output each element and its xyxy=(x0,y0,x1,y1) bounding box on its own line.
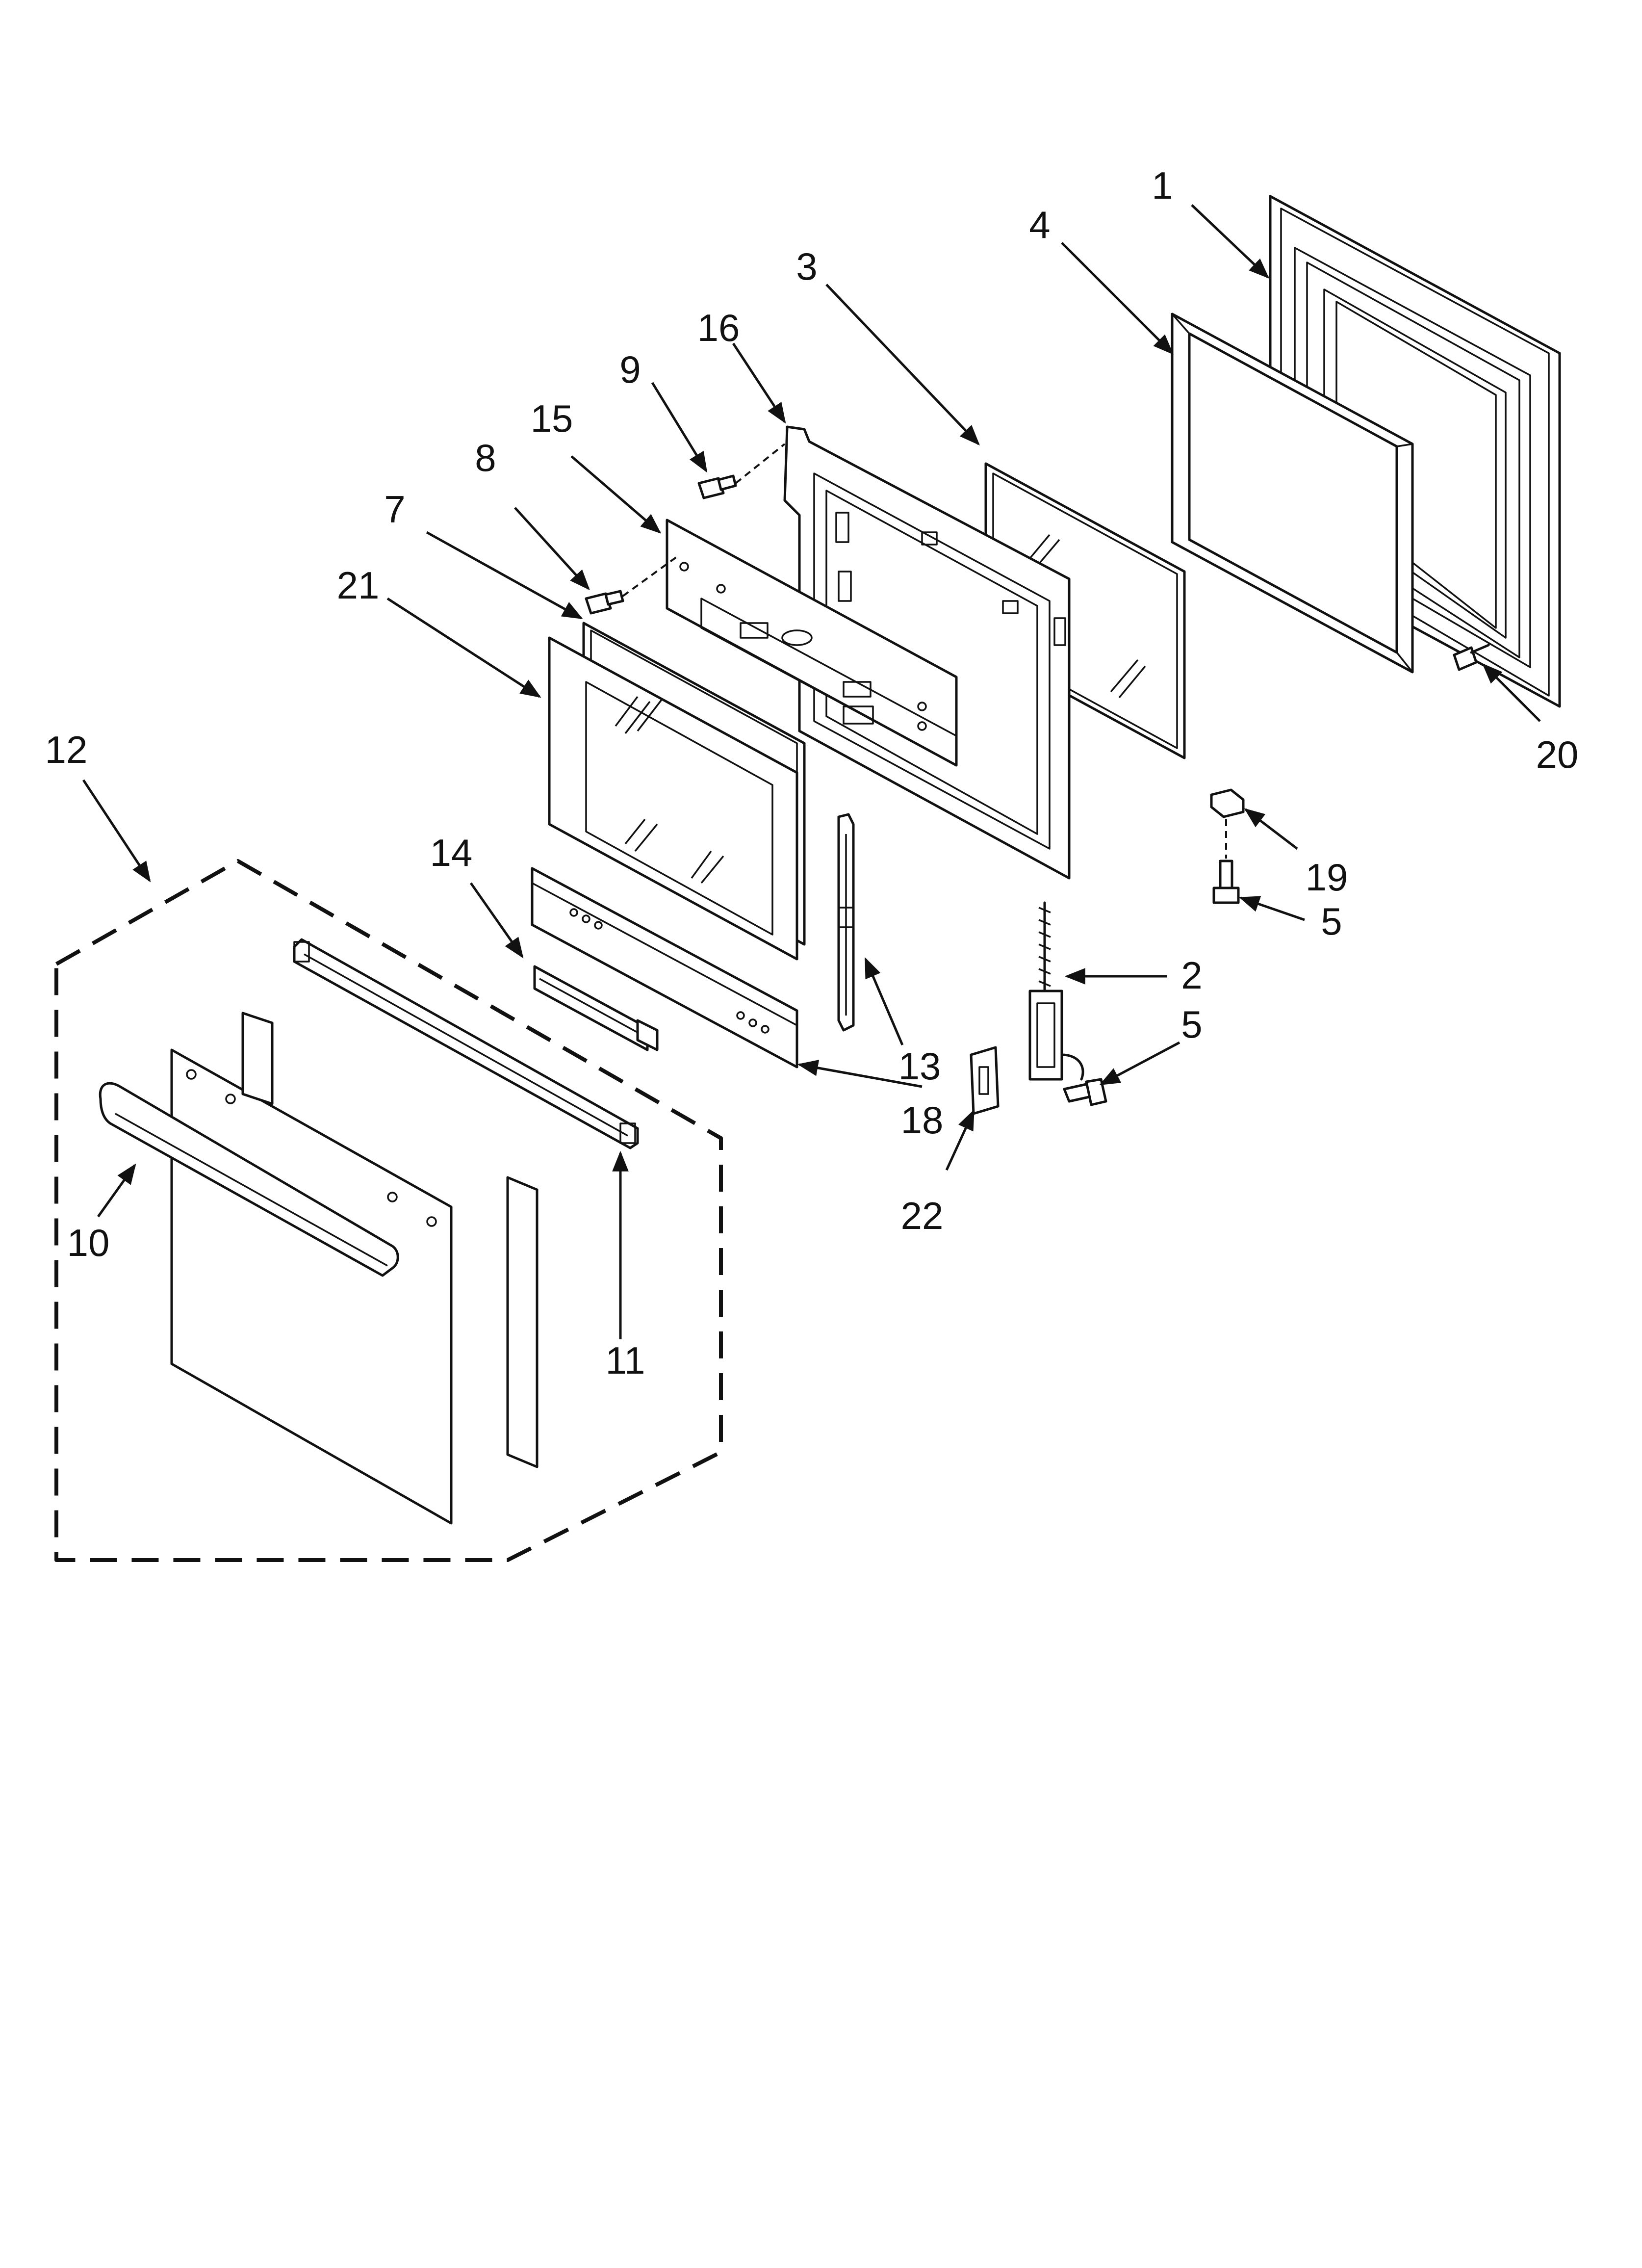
callout-21: 21 xyxy=(337,564,380,607)
part-13-side-rail xyxy=(837,813,855,1032)
part-5-screw-lower xyxy=(1063,1078,1107,1106)
callout-20: 20 xyxy=(1536,733,1579,776)
callout-4: 4 xyxy=(1029,203,1050,246)
leader-lines xyxy=(82,204,1541,1339)
callout-5-lower: 5 xyxy=(1181,1003,1202,1046)
outer-door-glass-panel xyxy=(170,1048,453,1525)
callout-11: 11 xyxy=(606,1339,645,1382)
part-5-screw-upper xyxy=(1212,860,1240,904)
callout-2: 2 xyxy=(1181,954,1202,997)
insulation-strip-right xyxy=(506,1176,539,1468)
part-9-screw xyxy=(697,443,786,499)
part-22-bracket xyxy=(970,1046,1000,1115)
part-12-door-assembly-outline xyxy=(54,859,723,1562)
callout-1: 1 xyxy=(1152,164,1173,207)
callout-5-upper: 5 xyxy=(1321,900,1342,943)
part-10-door-handle xyxy=(99,1082,399,1277)
callout-22: 22 xyxy=(901,1194,944,1237)
part-2-hinge xyxy=(1028,901,1084,1081)
callout-16: 16 xyxy=(697,306,740,349)
callout-13: 13 xyxy=(898,1044,941,1088)
callout-14: 14 xyxy=(430,831,473,874)
callout-7: 7 xyxy=(384,488,405,531)
part-15-bracket-plate xyxy=(666,519,958,767)
part-19-clip xyxy=(1210,788,1245,859)
part-18-vent-trim xyxy=(531,867,798,1069)
callout-12: 12 xyxy=(45,728,88,771)
callout-10: 10 xyxy=(67,1221,110,1264)
callout-15: 15 xyxy=(531,397,573,440)
part-4-inner-door-frame xyxy=(1171,313,1414,674)
part-14-vent-bracket xyxy=(533,965,659,1051)
part-21-window-glass xyxy=(548,636,798,961)
callout-8: 8 xyxy=(475,436,496,479)
part-8-screw xyxy=(585,556,678,615)
insulation-strip-left xyxy=(241,1012,274,1105)
callout-19: 19 xyxy=(1306,856,1348,899)
callout-9: 9 xyxy=(619,348,641,391)
callout-18: 18 xyxy=(901,1098,944,1142)
callout-labels: 1 2 3 4 5 5 7 8 9 10 11 12 13 14 15 16 1… xyxy=(45,164,1579,1382)
part-20-screw xyxy=(1453,644,1490,671)
part-11-top-rail xyxy=(293,938,639,1149)
callout-3: 3 xyxy=(796,245,817,288)
